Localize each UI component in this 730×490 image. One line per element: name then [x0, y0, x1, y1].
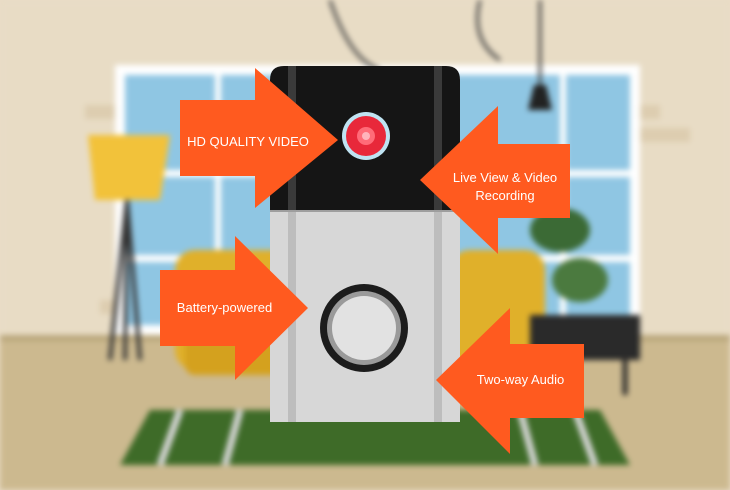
feature-label-live-view-line2: Recording	[475, 188, 535, 203]
feature-label-live-view-line1: Live View & Video	[452, 170, 558, 185]
feature-label-hd-video: HD QUALITY VIDEO	[187, 134, 309, 149]
arrow-two-way-audio	[436, 308, 584, 454]
doorbell-button-icon[interactable]	[318, 282, 410, 374]
feature-label-live-view: Live View & Video Recording	[440, 169, 570, 205]
arrow-battery	[160, 236, 308, 380]
arrow-hd-video	[180, 68, 338, 208]
arrow-live-view	[420, 106, 570, 254]
feature-label-battery: Battery-powered	[176, 300, 273, 315]
feature-label-two-way-audio: Two-way Audio	[476, 372, 565, 387]
camera-lens-icon	[342, 112, 390, 160]
